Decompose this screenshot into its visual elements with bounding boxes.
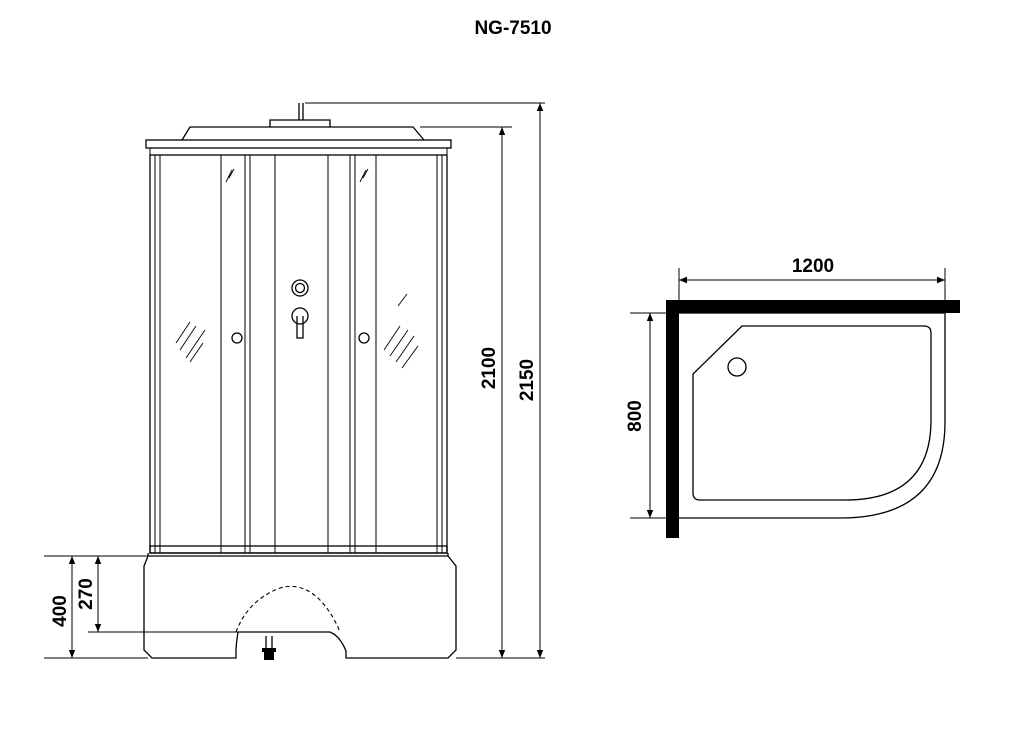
drain-siphon xyxy=(262,636,276,660)
dim-height-cabin: 2100 xyxy=(479,347,500,389)
center-panel xyxy=(274,155,329,553)
right-door xyxy=(349,155,419,553)
roof-cap xyxy=(145,139,452,149)
dim-tray-inner-height: 270 xyxy=(76,578,97,610)
left-wall xyxy=(666,300,679,538)
tray-basin xyxy=(692,325,932,501)
top-wall xyxy=(666,300,960,313)
mixer-lever-icon xyxy=(291,307,309,325)
cabin-frame xyxy=(149,154,448,554)
model-title: NG-7510 xyxy=(474,18,551,39)
mixer-top-knob xyxy=(291,279,309,297)
dim-tray-height: 400 xyxy=(50,595,71,627)
top-dimensions: 1200 800 xyxy=(625,256,946,519)
cabin-roof xyxy=(181,126,425,141)
top-view xyxy=(666,300,960,538)
right-door-handle xyxy=(358,332,370,344)
dim-height-total: 2150 xyxy=(517,359,538,401)
front-view xyxy=(143,103,457,660)
left-door xyxy=(175,155,251,553)
tray-outline xyxy=(679,312,946,519)
front-dimensions: 2150 2100 400 270 xyxy=(44,102,545,659)
dim-depth: 800 xyxy=(625,400,646,432)
top-pipe xyxy=(298,103,304,120)
drain-icon xyxy=(727,357,747,377)
left-door-handle xyxy=(231,332,243,344)
shower-tray xyxy=(143,555,457,659)
dim-width: 1200 xyxy=(792,256,834,277)
